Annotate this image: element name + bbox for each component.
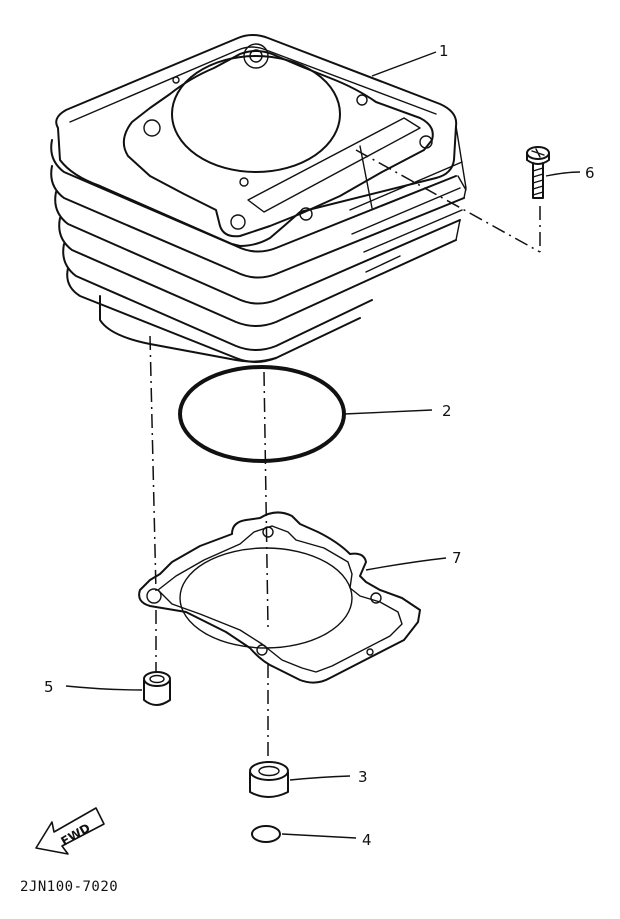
small-o-ring-part[interactable]: [251, 825, 281, 843]
cylinder-part[interactable]: [50, 34, 467, 363]
callout-1: 1: [439, 42, 449, 60]
drawing-code: 2JN100-7020: [20, 879, 118, 895]
callout-2: 2: [442, 402, 452, 420]
assembly-center-lines: [149, 149, 541, 764]
callout-6: 6: [585, 164, 595, 182]
base-gasket-part[interactable]: [138, 511, 421, 684]
callout-3: 3: [358, 768, 368, 786]
dowel-pin-right[interactable]: [249, 761, 289, 798]
callout-4: 4: [362, 831, 372, 849]
forward-arrow-label: FWD: [59, 821, 93, 849]
leader-lines: [65, 51, 581, 839]
dowel-pin-left[interactable]: [143, 671, 171, 706]
callout-7: 7: [452, 549, 462, 567]
o-ring-part[interactable]: [178, 365, 346, 463]
bolt-part[interactable]: [526, 146, 550, 199]
forward-arrow-icon: FWD: [35, 807, 105, 855]
callout-5: 5: [44, 678, 54, 696]
